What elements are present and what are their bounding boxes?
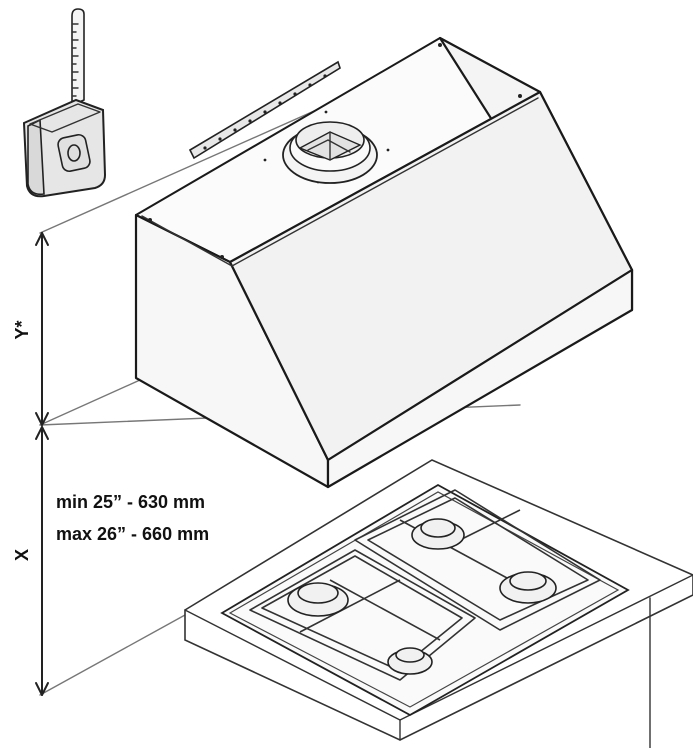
burner-back-left [411,518,465,550]
dimension-min-text: min 25” - 630 mm [56,492,205,512]
gas-cooktop-icon [184,459,693,749]
tape-measure-icon [22,8,107,198]
duct-collar-icon [282,121,378,184]
mounting-bracket-icon [188,60,341,160]
dimension-y-label: Y* [12,320,32,339]
dimension-max-text: max 26” - 660 mm [56,524,209,544]
burner-back-right [499,571,557,604]
dimension-x: X min 25” - 630 mm max 26” - 660 mm [12,426,209,696]
dimension-y: Y* [12,232,49,426]
dimension-x-label: X [12,549,32,561]
burner-front-right [387,647,433,675]
burner-front-left [287,582,349,617]
range-hood-icon [134,36,634,489]
